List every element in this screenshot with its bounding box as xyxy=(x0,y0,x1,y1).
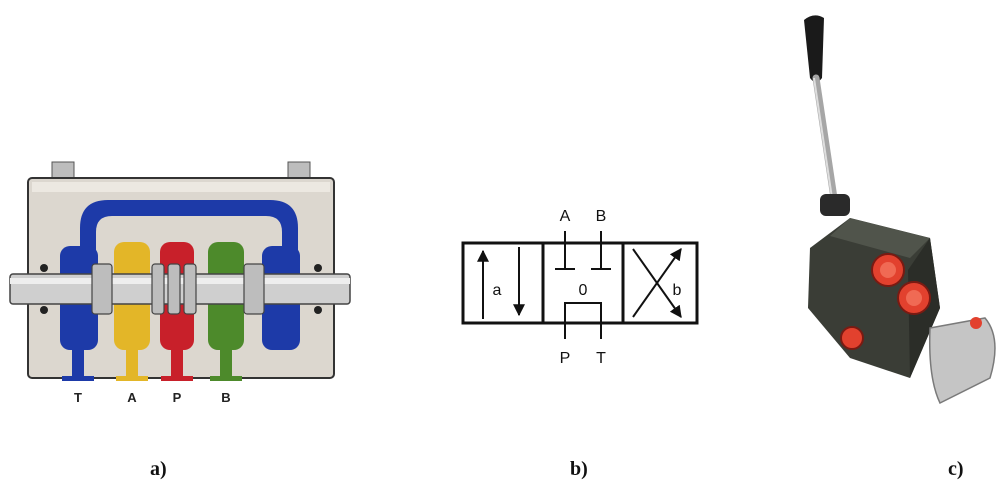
symbol-port-b: B xyxy=(596,208,607,225)
spool-land xyxy=(91,263,113,315)
position-label-b: b xyxy=(673,282,682,299)
port-stem-b xyxy=(220,348,232,378)
port-label-t: T xyxy=(74,390,82,405)
caption-c: c) xyxy=(948,458,964,480)
port-plug xyxy=(840,326,864,350)
caption-a: a) xyxy=(150,458,167,480)
tank-return-channel xyxy=(80,200,298,260)
port-stem-p xyxy=(171,348,183,378)
port-stem-a xyxy=(126,348,138,378)
symbol-port-a: A xyxy=(560,208,571,225)
spool-land xyxy=(183,263,197,315)
position-label-0: 0 xyxy=(579,282,588,299)
caption-b: b) xyxy=(570,458,588,480)
port-stem-t xyxy=(72,348,84,378)
spool-land xyxy=(151,263,165,315)
lever-rod xyxy=(812,74,838,202)
valve-schematic-symbol: A B P T a 0 b xyxy=(461,208,699,367)
manual-valve-illustration xyxy=(804,15,996,405)
position-box-a xyxy=(461,241,545,325)
spool-valve-cutaway: T A P B xyxy=(9,161,351,405)
spring-cap xyxy=(928,317,996,405)
port-label-b: B xyxy=(221,390,230,405)
lever-handle xyxy=(804,15,824,82)
spool-land xyxy=(167,263,181,315)
position-box-b xyxy=(621,241,699,325)
spool-land xyxy=(243,263,265,315)
symbol-port-t: T xyxy=(596,350,606,367)
position-label-a: a xyxy=(493,282,502,299)
port-label-a: A xyxy=(127,390,137,405)
symbol-port-p: P xyxy=(560,350,571,367)
port-label-p: P xyxy=(173,390,182,405)
